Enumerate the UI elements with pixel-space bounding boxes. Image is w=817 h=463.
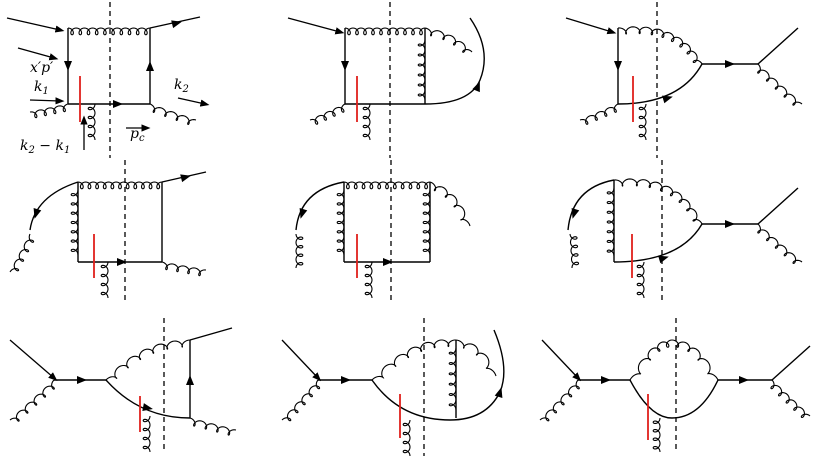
arrow-marker	[494, 387, 503, 398]
gluon-line	[579, 103, 619, 125]
arrow-marker	[171, 20, 182, 29]
arrow-marker	[383, 258, 393, 266]
label-pc: pc	[130, 126, 145, 144]
gluon-line	[652, 417, 661, 453]
gluon-line	[343, 181, 431, 190]
gluon-line	[87, 103, 96, 141]
gluon-line	[105, 339, 191, 381]
fermion-line	[295, 181, 345, 231]
gluon-line	[281, 379, 321, 422]
gluon-line	[455, 339, 497, 377]
gluon-line	[424, 27, 473, 53]
arrow-marker	[341, 61, 349, 71]
label-k1: k1	[34, 79, 49, 97]
momentum-arrow	[6, 17, 65, 33]
arrow-marker	[739, 376, 749, 384]
fermion-line	[613, 223, 703, 263]
gluon-line	[429, 181, 471, 227]
fermion-line	[189, 327, 233, 341]
arrow-marker	[341, 376, 351, 384]
gluon-line	[617, 26, 703, 65]
arrow-marker	[64, 61, 72, 71]
gluon-line	[613, 178, 703, 225]
fermion-line	[757, 187, 799, 225]
gluon-line	[448, 347, 457, 411]
arrow-marker	[299, 208, 308, 219]
momentum-arrow	[281, 339, 322, 382]
gluon-line	[569, 233, 580, 269]
arrow-marker	[614, 61, 622, 71]
label-k2-minus-k1: k2 − k1	[20, 138, 70, 156]
gluon-line	[636, 261, 645, 299]
gluon-line	[402, 419, 411, 457]
gluon-line	[9, 379, 55, 422]
momentum-arrow	[287, 17, 345, 35]
arrow-marker	[725, 60, 735, 68]
arrow-marker	[725, 220, 735, 228]
arrow-marker	[658, 255, 669, 264]
label-xp: x′p′	[30, 60, 54, 76]
gluon-line	[149, 103, 197, 125]
diagram-1-labels: x′p′ k1 k2 k2 − k1 pc	[20, 60, 189, 156]
gluon-line	[295, 233, 304, 269]
fermion-line	[105, 379, 191, 419]
arrow-marker	[601, 376, 611, 384]
gluon-line	[417, 39, 426, 101]
momentum-arrow	[541, 339, 582, 382]
fermion-line	[29, 181, 79, 231]
fermion-line	[371, 329, 505, 421]
gluon-line	[422, 189, 431, 256]
gluon-line	[539, 379, 580, 422]
gluon-line	[309, 103, 346, 125]
arrow-marker	[113, 100, 123, 108]
arrow-marker	[146, 61, 154, 71]
gluon-line	[757, 223, 803, 265]
gluon-line	[100, 261, 109, 299]
gluon-line	[70, 189, 79, 256]
label-k2: k2	[174, 77, 189, 95]
fermion-line	[771, 345, 811, 381]
gluon-line	[671, 339, 719, 381]
gluon-line	[67, 27, 151, 36]
gluon-line	[189, 417, 237, 436]
gluon-line	[606, 187, 615, 257]
gluon-line	[344, 27, 426, 36]
fermion-line	[345, 17, 485, 105]
gluon-line	[629, 339, 673, 381]
arrow-marker	[472, 81, 480, 93]
gluon-line	[362, 103, 371, 141]
gluon-line	[364, 261, 373, 299]
fermion-line	[757, 27, 799, 65]
arrow-marker	[186, 375, 194, 385]
gluon-line	[161, 261, 207, 277]
arrow-marker	[142, 403, 153, 411]
arrow-marker	[662, 95, 673, 104]
arrow-marker	[77, 376, 87, 384]
fermion-line	[567, 179, 615, 231]
gluon-line	[371, 339, 456, 381]
momentum-arrow	[177, 97, 210, 107]
arrow-marker	[571, 208, 580, 219]
gluon-line	[9, 233, 35, 273]
gluon-line	[142, 415, 151, 453]
gluon-line	[770, 379, 811, 419]
gluon-line	[638, 103, 647, 141]
gluon-line	[29, 103, 69, 119]
momentum-arrow	[29, 97, 65, 105]
fermion-line	[629, 379, 719, 419]
arrow-marker	[117, 258, 127, 266]
momentum-arrow	[9, 339, 58, 381]
momentum-arrow	[565, 17, 617, 35]
arrow-marker	[33, 208, 42, 219]
gluon-line	[757, 63, 803, 106]
fermion-line	[617, 63, 703, 105]
arrow-marker	[180, 174, 191, 183]
gluon-line	[77, 181, 163, 190]
momentum-arrow	[17, 47, 59, 61]
gluon-line	[336, 189, 345, 256]
